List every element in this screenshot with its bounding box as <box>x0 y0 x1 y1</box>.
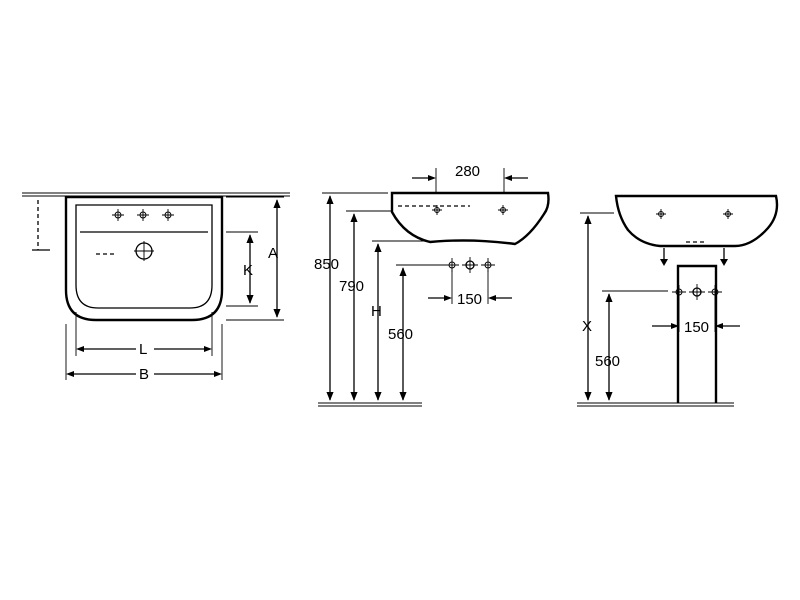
dimension-280-label: 280 <box>455 163 480 180</box>
dimension-850-label: 850 <box>314 256 339 273</box>
pedestal-basin-taps <box>656 209 733 219</box>
front-tap-holes <box>112 209 174 221</box>
drain-icon <box>134 241 154 261</box>
front-wall-line <box>22 192 290 197</box>
dimension-A-label: A <box>268 245 278 262</box>
pedestal-basin-outline <box>614 194 779 248</box>
front-basin-outline <box>64 195 224 322</box>
dimension-K-label: K <box>243 262 253 279</box>
pedestal-view: X 560 150 <box>577 194 779 407</box>
dimension-X-label: X <box>582 318 592 335</box>
front-basin-bowl <box>75 204 213 309</box>
side-floor-line <box>318 402 422 407</box>
side-wall-taps <box>445 257 495 273</box>
dimension-L-label: L <box>139 341 147 358</box>
pedestal-floor-line <box>577 402 734 407</box>
side-basin-outline <box>390 191 550 246</box>
pedestal-column <box>676 264 718 403</box>
dimension-150-pedestal-label: 150 <box>684 319 709 336</box>
dimension-150-side-label: 150 <box>457 291 482 308</box>
pedestal-wall-taps <box>672 284 722 300</box>
dimension-B-label: B <box>139 366 149 383</box>
front-view: A K L B <box>22 192 290 383</box>
dimension-560-pedestal-label: 560 <box>595 353 620 370</box>
side-tap-marks <box>432 205 508 215</box>
dimension-560-side-label: 560 <box>388 326 413 343</box>
side-view: 280 850 790 H 560 150 <box>314 163 550 407</box>
dimension-790-label: 790 <box>339 278 364 295</box>
dimension-H-label: H <box>371 303 382 320</box>
